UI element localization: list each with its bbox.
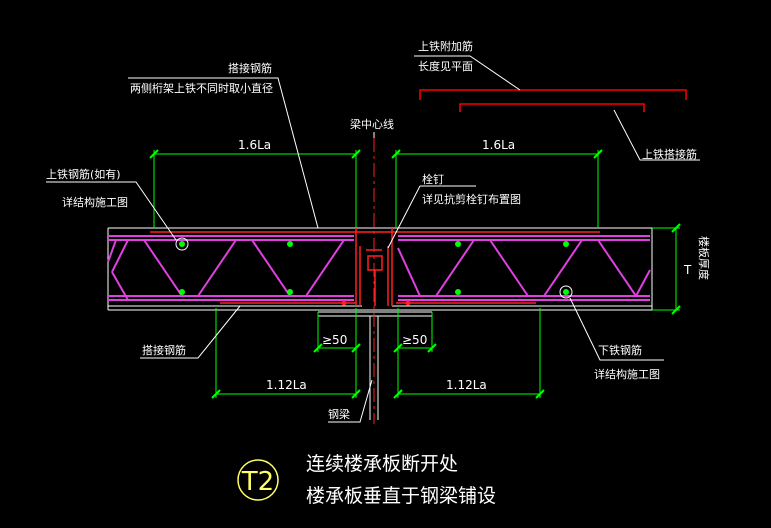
dim-anchor-left: 1.12La [266,378,307,392]
leader-lines [46,55,700,423]
bottom-rebar-note: 详结构施工图 [594,367,660,381]
steel-beam-label: 钢梁 [328,407,350,421]
lap-rebar-note: 两侧桁架上铁不同时取小直径 [130,81,273,95]
truss-left [107,235,354,301]
top-extra-rebar-label: 上铁附加筋 [418,39,473,53]
detail-tag: T2 [237,459,279,501]
title-line-1: 连续楼承板断开处 [306,453,458,475]
top-rebar-note: 详结构施工图 [62,195,128,209]
dim-anchor-right: 1.12La [446,378,487,392]
dim-lap-right: 1.6La [482,138,515,152]
detail-tag-text: T2 [241,467,274,497]
dim-bearing-right: ≥50 [402,333,427,347]
title-line-2: 楼承板垂直于钢梁铺设 [306,485,496,507]
highlight-circles [175,237,573,299]
beam-centerline-label: 梁中心线 [350,117,394,131]
top-extra-rebar-note: 长度见平面 [418,59,473,73]
slab-outline [107,227,653,311]
top-lap-rebar-label: 上铁搭接筋 [642,147,697,161]
rebar-dots [179,241,569,306]
lap-rebar-top-label: 搭接钢筋 [228,61,272,75]
thickness-symbol: T [683,263,692,277]
bottom-rebar-label: 下铁钢筋 [598,343,642,357]
dimension-lines [153,150,680,398]
stud-note: 详见抗剪栓钉布置图 [422,192,521,206]
stud-label: 栓钉 [422,172,444,186]
dimension-ticks [149,149,681,399]
extra-rebar-bracket [419,89,687,112]
lap-rebar-bottom-label: 搭接钢筋 [142,343,186,357]
slab-thickness-label: 楼板厚度 [697,236,711,280]
beam-section [318,311,432,420]
dim-bearing-left: ≥50 [322,333,347,347]
truss-right [397,235,651,301]
top-rebar-label: 上铁钢筋(如有) [46,167,121,181]
dim-lap-left: 1.6La [238,138,271,152]
